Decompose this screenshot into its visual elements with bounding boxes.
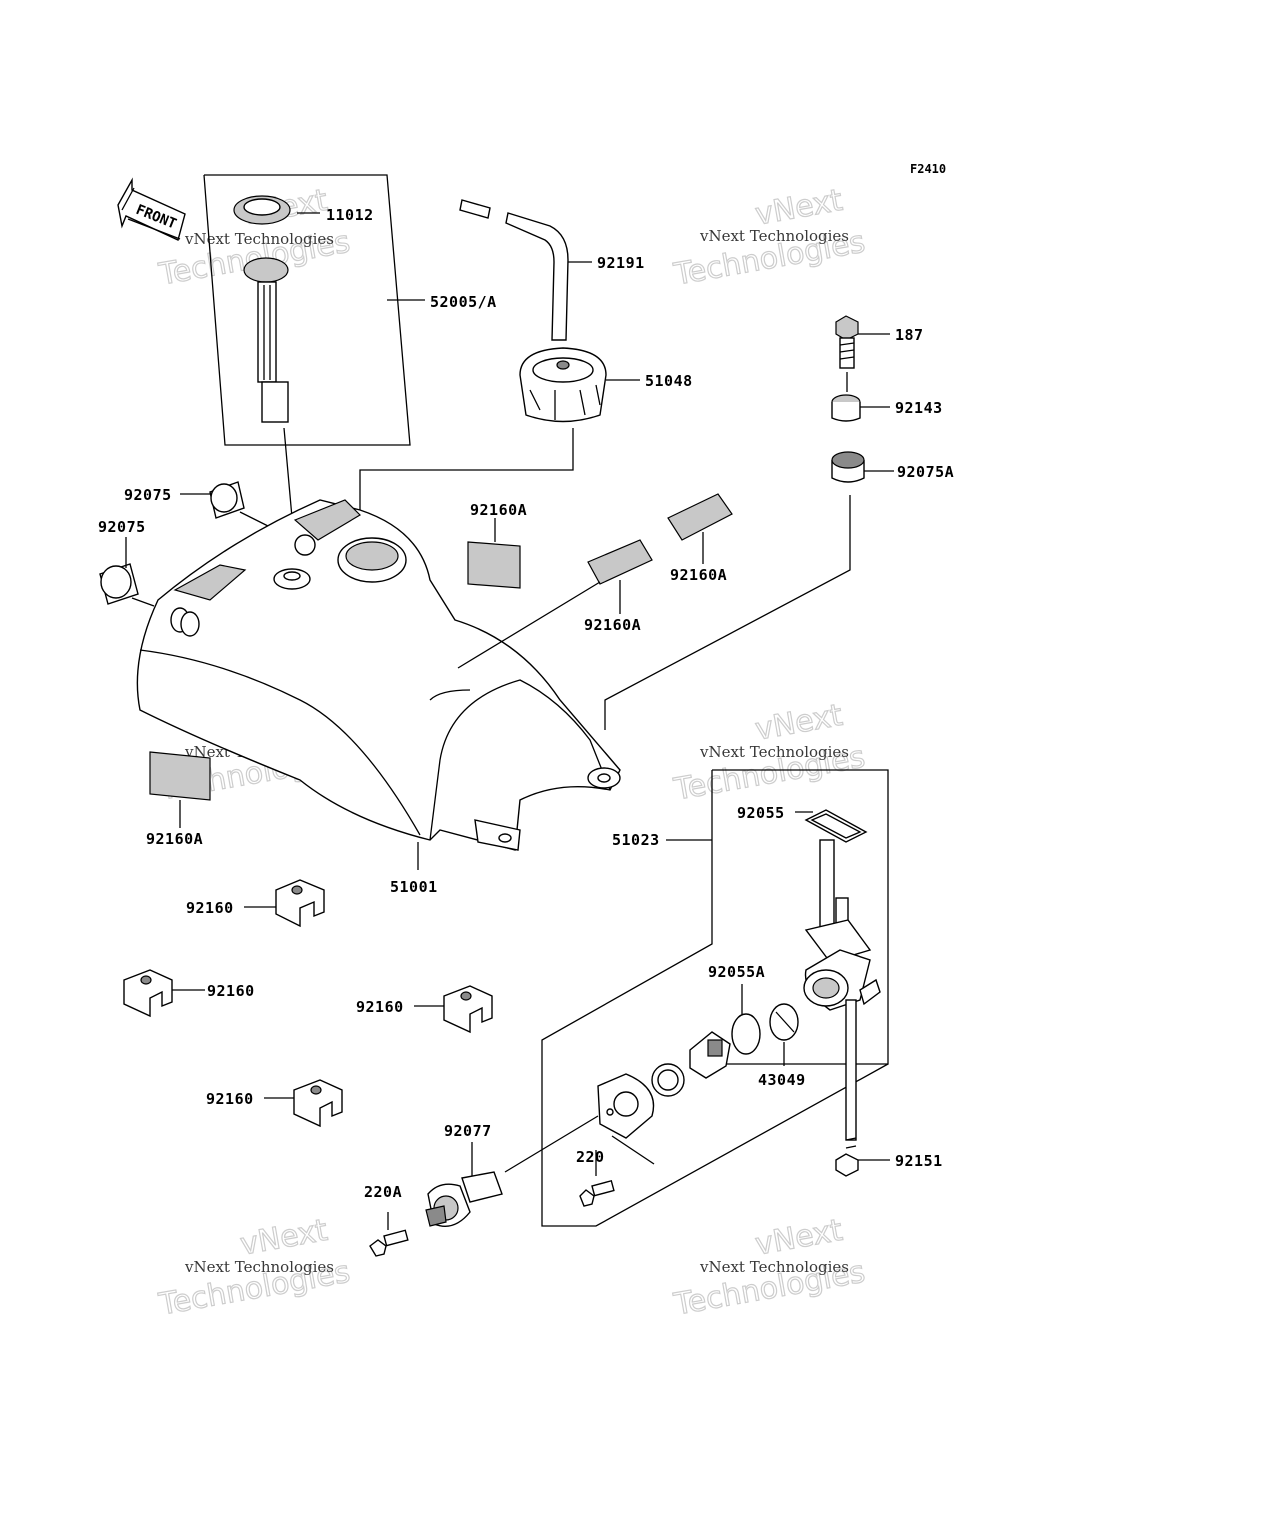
figure-code: F2410 (910, 162, 946, 176)
fuel-gauge-assembly (203, 174, 425, 541)
label-92160a-2: 92160A (670, 566, 727, 584)
label-92191: 92191 (597, 254, 645, 272)
watermark-text: vNext Technologies (699, 227, 849, 245)
label-92055: 92055 (737, 804, 785, 822)
label-52005-a: 52005/A (430, 293, 497, 311)
label-92055a: 92055A (708, 963, 765, 981)
label-92151: 92151 (895, 1152, 943, 1170)
label-187: 187 (895, 326, 924, 344)
fuel-cock-assembly (369, 769, 890, 1257)
watermark-vnext: vNext (753, 1213, 846, 1263)
label-220: 220 (576, 1148, 605, 1166)
label-92075-left: 92075 (98, 518, 146, 536)
label-92077: 92077 (444, 1122, 492, 1140)
label-92160a-1: 92160A (470, 501, 527, 519)
label-92160a-4: 92160A (146, 830, 203, 848)
label-220a: 220A (364, 1183, 402, 1201)
label-51001: 51001 (390, 878, 438, 896)
label-51023: 51023 (612, 831, 660, 849)
pads-92160a (149, 493, 733, 828)
label-51048: 51048 (645, 372, 693, 390)
watermark-vnext: vNext (753, 698, 846, 748)
watermark-text: vNext Technologies (699, 1258, 849, 1276)
breather-hose (459, 199, 592, 341)
bolt-collar-grommet (604, 315, 894, 730)
watermark-vnext: vNext (753, 183, 846, 233)
label-92160-2: 92160 (207, 982, 255, 1000)
watermark-text: vNext Technologies (184, 1258, 334, 1276)
brackets-92160 (123, 879, 493, 1128)
watermark-text: vNext Technologies (184, 230, 334, 248)
label-92160-3: 92160 (356, 998, 404, 1016)
watermark-text: vNext Technologies (699, 743, 849, 761)
label-92160-1: 92160 (186, 899, 234, 917)
label-11012: 11012 (326, 206, 374, 224)
label-92160-4: 92160 (206, 1090, 254, 1108)
fuel-cap (359, 347, 640, 545)
label-92075a: 92075A (897, 463, 954, 481)
watermark-vnext: vNext (238, 1213, 331, 1263)
front-arrow-icon: FRONT (117, 177, 186, 241)
label-43049: 43049 (758, 1071, 806, 1089)
label-92160a-3: 92160A (584, 616, 641, 634)
fuel-tank (136, 499, 621, 870)
grommets-92075 (99, 481, 281, 607)
label-92143: 92143 (895, 399, 943, 417)
label-92075-top: 92075 (124, 486, 172, 504)
